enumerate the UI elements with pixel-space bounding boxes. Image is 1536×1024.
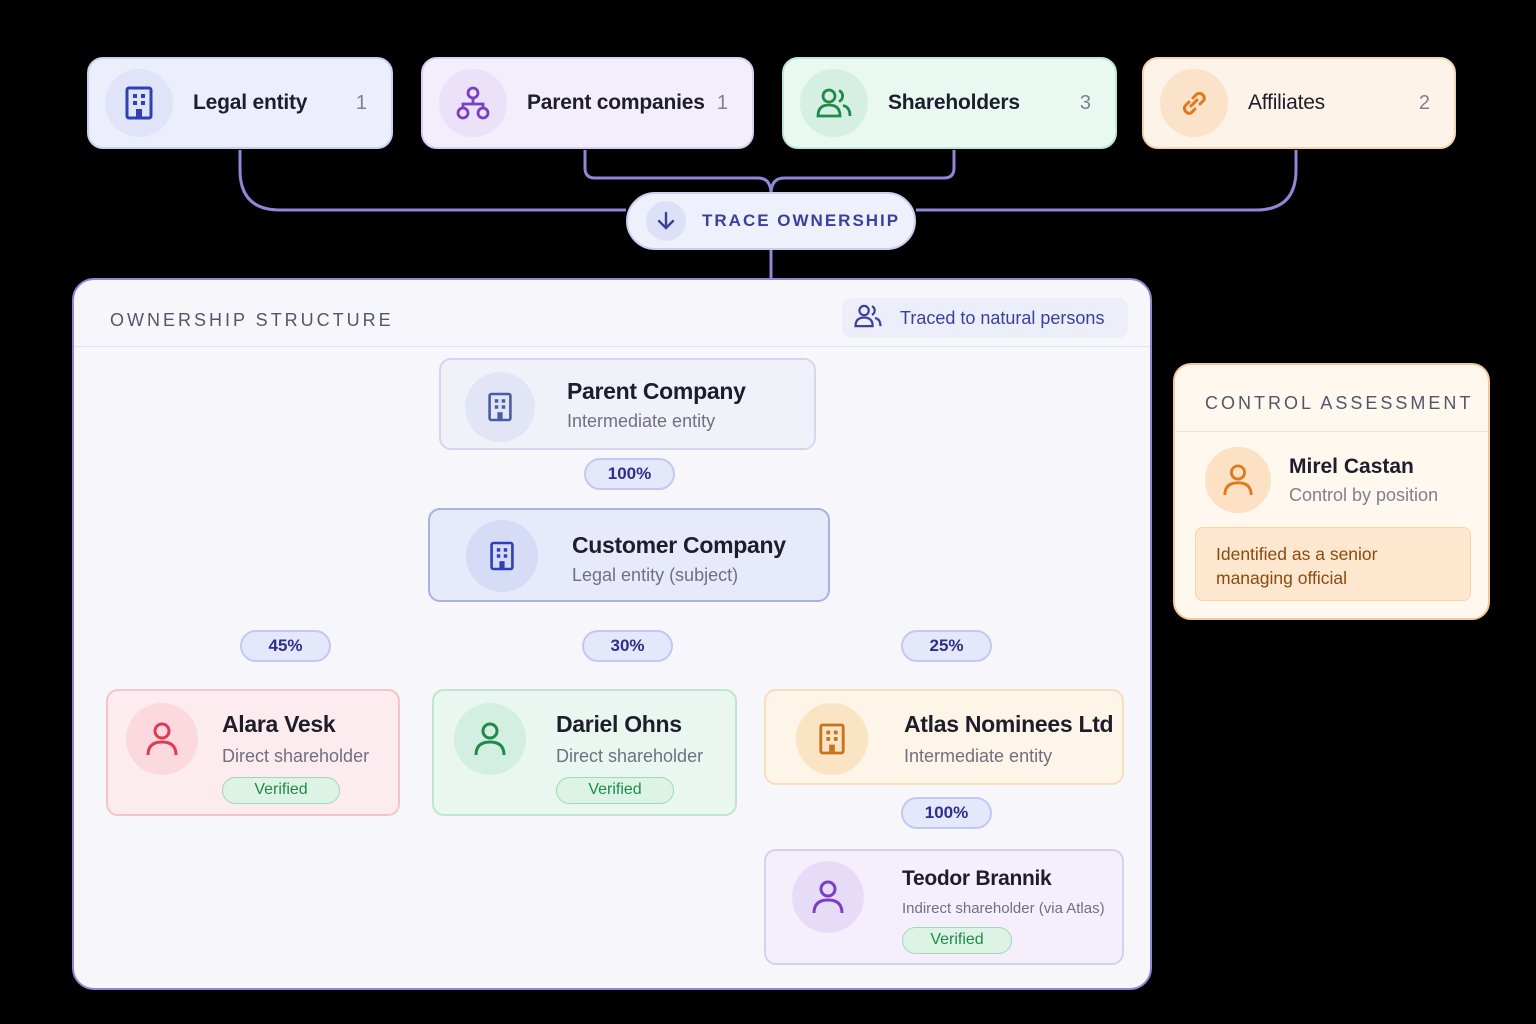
link-icon [1160, 69, 1228, 137]
category-shareholders[interactable]: Shareholders 3 [782, 57, 1117, 149]
percentage-badge: 45% [240, 630, 331, 662]
node-customer-company[interactable]: Customer Company Legal entity (subject) [428, 508, 830, 602]
category-label: Shareholders [888, 91, 1020, 114]
node-subtitle: Intermediate entity [567, 411, 716, 431]
node-subtitle: Direct shareholder [222, 746, 370, 766]
person-icon [792, 861, 864, 933]
category-count: 1 [716, 91, 728, 114]
verified-badge: Verified [222, 777, 340, 804]
connector-affiliates [916, 150, 1298, 212]
category-legal-entity[interactable]: Legal entity 1 [87, 57, 393, 149]
percentage-badge: 30% [582, 630, 673, 662]
person-icon [1205, 447, 1271, 513]
hierarchy-icon [439, 69, 507, 137]
node-parent-company[interactable]: Parent Company Intermediate entity [439, 358, 816, 450]
traced-natural-persons-badge: Traced to natural persons [842, 298, 1128, 338]
category-label: Affiliates [1248, 91, 1325, 114]
node-name: Alara Vesk [222, 711, 336, 737]
control-divider [1175, 431, 1488, 432]
panel-divider [74, 346, 1150, 347]
trace-ownership-button[interactable]: TRACE OWNERSHIP [626, 192, 916, 250]
node-name: Atlas Nominees Ltd [904, 711, 1114, 737]
control-person-name: Mirel Castan [1289, 455, 1414, 478]
node-shareholder-dariel[interactable]: Dariel Ohns Direct shareholder Verified [432, 689, 737, 816]
node-shareholder-alara[interactable]: Alara Vesk Direct shareholder Verified [106, 689, 400, 816]
trace-ownership-label: TRACE OWNERSHIP [702, 211, 901, 230]
building-icon [105, 69, 173, 137]
verified-badge: Verified [902, 927, 1012, 954]
category-count: 2 [1418, 91, 1430, 114]
node-subtitle: Legal entity (subject) [572, 565, 739, 585]
person-icon [454, 703, 526, 775]
control-assessment-card: CONTROL ASSESSMENT Mirel Castan Control … [1173, 363, 1490, 620]
connector-parent [583, 150, 773, 193]
building-icon [466, 520, 538, 592]
node-subtitle: Intermediate entity [904, 746, 1053, 766]
connector-shareholders [769, 150, 956, 193]
category-count: 3 [1079, 91, 1091, 114]
node-name: Teodor Brannik [902, 867, 1052, 890]
node-name: Customer Company [572, 532, 786, 558]
users-icon [800, 69, 868, 137]
person-icon [126, 703, 198, 775]
verified-badge: Verified [556, 777, 674, 804]
control-person-subtitle: Control by position [1289, 485, 1439, 505]
category-affiliates[interactable]: Affiliates 2 [1142, 57, 1456, 149]
users-icon [854, 303, 882, 334]
category-label: Legal entity [193, 91, 308, 114]
percentage-badge: 100% [901, 797, 992, 829]
category-label: Parent companies [527, 91, 705, 114]
node-name: Dariel Ohns [556, 711, 682, 737]
panel-title: OWNERSHIP STRUCTURE [110, 310, 394, 330]
category-parent-companies[interactable]: Parent companies 1 [421, 57, 754, 149]
arrow-down-icon [646, 201, 686, 241]
building-icon [465, 372, 535, 442]
traced-label: Traced to natural persons [900, 307, 1105, 328]
percentage-badge: 100% [584, 458, 675, 490]
category-count: 1 [355, 91, 367, 114]
node-subtitle: Indirect shareholder (via Atlas) [902, 900, 1105, 917]
node-subtitle: Direct shareholder [556, 746, 704, 766]
node-atlas-nominees[interactable]: Atlas Nominees Ltd Intermediate entity [764, 689, 1124, 785]
control-title: CONTROL ASSESSMENT [1205, 393, 1474, 413]
building-icon [796, 703, 868, 775]
percentage-badge: 25% [901, 630, 992, 662]
node-name: Parent Company [567, 378, 746, 404]
control-note: Identified as a senior managing official [1195, 527, 1471, 601]
connector-legal [238, 150, 626, 212]
node-indirect-teodor[interactable]: Teodor Brannik Indirect shareholder (via… [764, 849, 1124, 965]
